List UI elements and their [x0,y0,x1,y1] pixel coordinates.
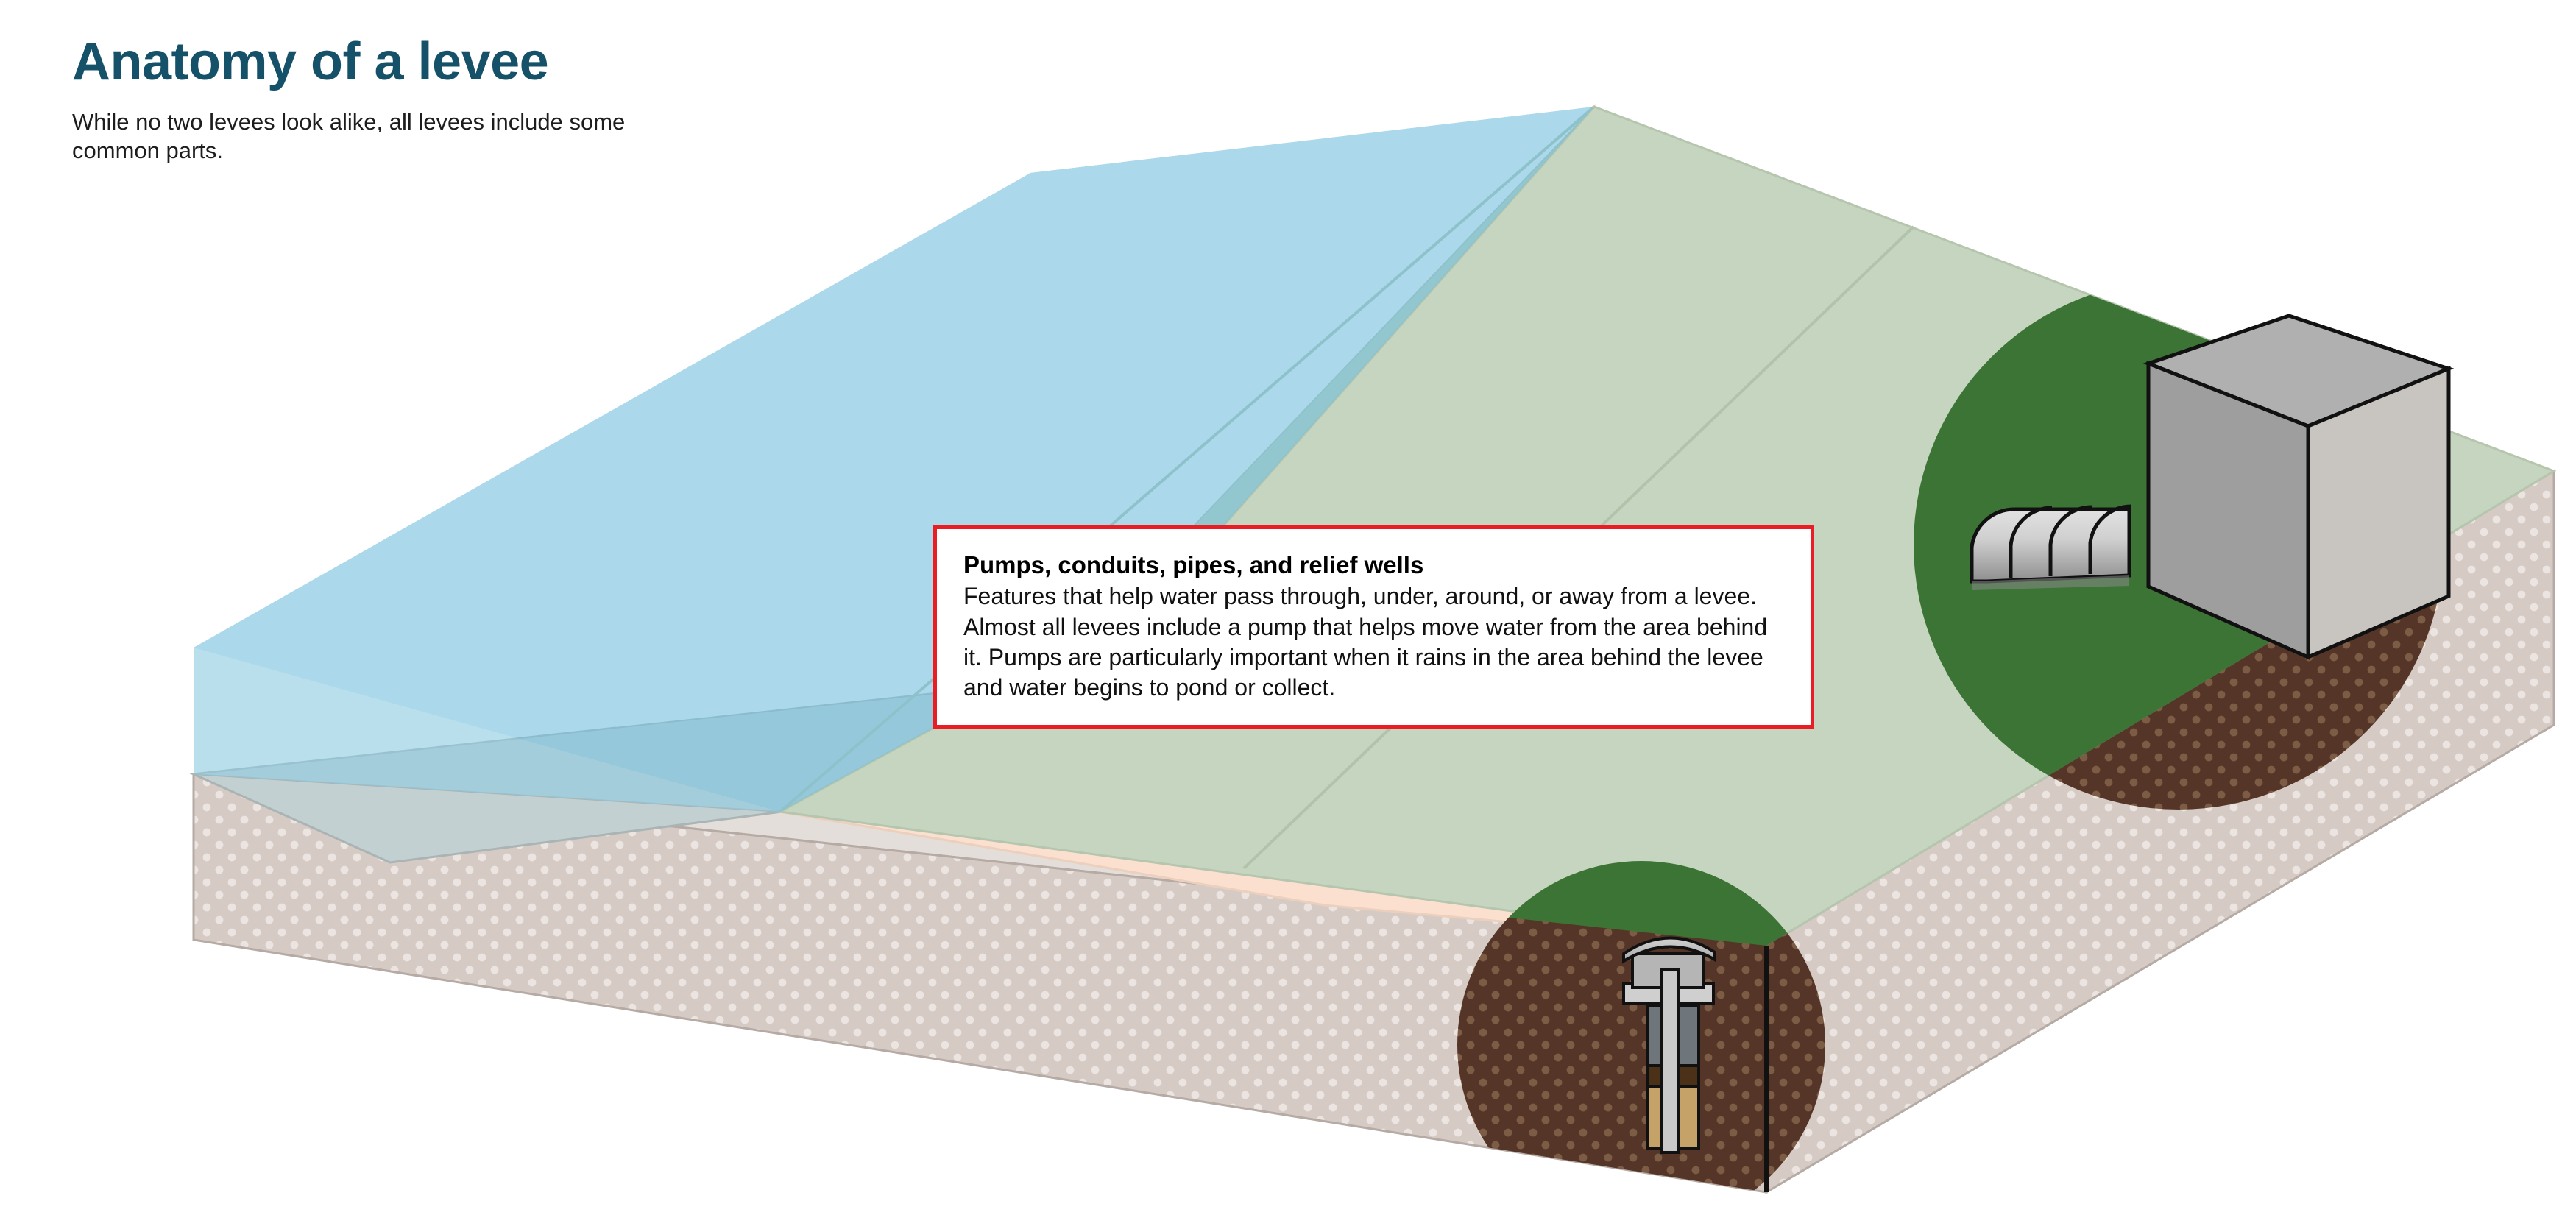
relief-well-riser-pipe [1660,968,1680,1154]
conduit-rib-1 [2009,506,2053,578]
page-subtitle: While no two levees look alike, all leve… [72,109,626,164]
page-title: Anatomy of a levee [72,32,549,91]
water-body [194,107,1594,812]
relief-well-cap [1622,936,1716,964]
callout-box: Pumps, conduits, pipes, and relief wells… [933,525,1814,729]
callout-body: Features that help water pass through, u… [963,583,1768,701]
callout-title: Pumps, conduits, pipes, and relief wells [963,551,1424,578]
conduit-rib-3 [2088,504,2132,574]
pump-station-building [2142,314,2455,660]
water-body-slope [194,107,1594,812]
conduit-rib-2 [2048,505,2092,576]
relief-well-highlight-group [1457,861,1825,1192]
pump-station-right-wall [2306,366,2451,660]
conduit-pipe-group [1970,504,2132,590]
relief-well-assembly [1622,936,1716,1154]
relief-well-highlight-subsoil-left [1457,861,1766,1192]
header-block: Anatomy of a levee While no two levees l… [72,35,676,165]
conduit-underside [1972,575,2129,590]
